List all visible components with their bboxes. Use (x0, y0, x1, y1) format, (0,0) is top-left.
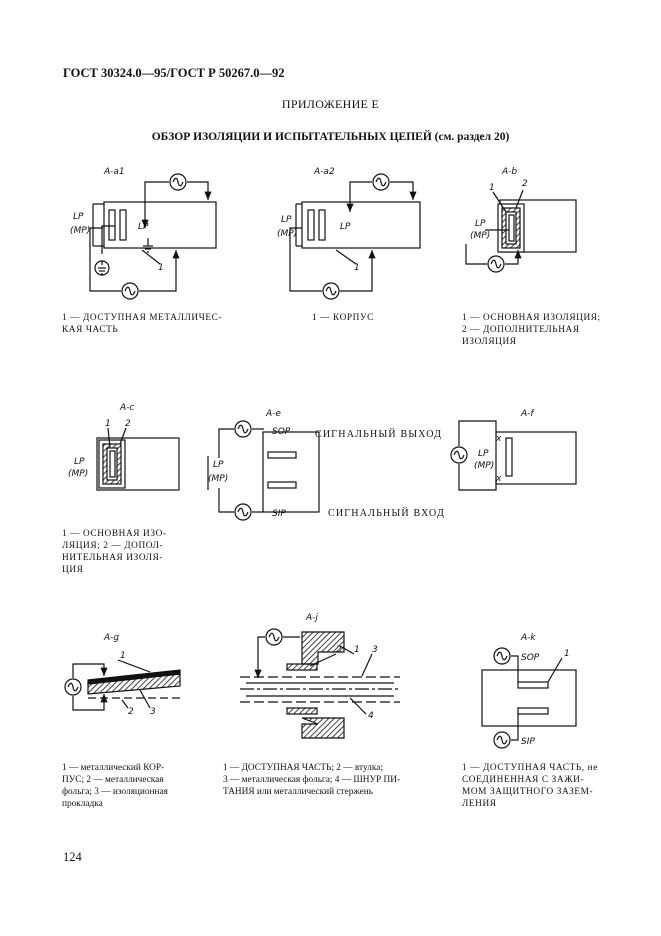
figure-label-a-a1: A-a1 (103, 167, 125, 177)
page-title: ОБЗОР ИЗОЛЯЦИИ И ИСПЫТАТЕЛЬНЫХ ЦЕПЕЙ (см… (151, 131, 510, 143)
caption-a-g: 1 — металлический КОР- ПУС; 2 — металлич… (62, 763, 168, 809)
page-number: 124 (63, 850, 82, 864)
callout-3: 3 (372, 645, 378, 655)
lp-label: LP (138, 222, 149, 232)
signal-input-label: СИГНАЛЬНЫЙ ВХОД (328, 507, 445, 519)
lp-label: LP (74, 457, 85, 467)
callout-2: 2 (522, 179, 528, 189)
figure-label-a-c: A-c (119, 403, 134, 413)
sop-label: SOP (521, 653, 540, 663)
lp-label: LP (340, 222, 351, 232)
sip-label: SIP (272, 509, 286, 519)
callout-3: 3 (150, 707, 156, 717)
callout-1: 1 (120, 651, 126, 661)
figure-a-k: A-k SOP SIP 1 (481, 633, 577, 749)
caption-a-a2: 1 — КОРПУС (312, 313, 374, 323)
callout-1: 1 (564, 649, 570, 659)
figure-a-e: A-e SOP SIP LP (MP) СИГНАЛЬНЫЙ ВЫХОД СИГ… (207, 409, 445, 521)
figure-a-j: A-j 2 1 3 4 (240, 613, 400, 739)
figure-label-a-g: A-g (103, 633, 119, 643)
mp-label: (MP) (208, 474, 228, 484)
figure-label-a-a2: A-a2 (313, 167, 335, 177)
callout-4: 4 (368, 711, 374, 721)
lp-label: LP (475, 219, 486, 229)
figure-a-a1: A-a1 LP (MP) LP 1 (70, 167, 217, 300)
figure-label-a-k: A-k (520, 633, 536, 643)
lp-label: LP (281, 215, 292, 225)
x-mark: x (495, 474, 502, 484)
sop-label: SOP (272, 427, 291, 437)
x-mark: x (495, 434, 502, 444)
figure-label-a-j: A-j (305, 613, 318, 623)
figure-label-a-f: A-f (520, 409, 535, 419)
callout-1: 1 (105, 419, 111, 429)
lp-label: LP (478, 449, 489, 459)
appendix-heading: ПРИЛОЖЕНИЕ Е (281, 97, 380, 111)
figure-a-g: A-g 1 2 3 (64, 633, 181, 717)
callout-2: 2 (125, 419, 131, 429)
caption-a-k: 1 — ДОСТУПНАЯ ЧАСТЬ, не СОЕДИНЕННАЯ С ЗА… (462, 763, 598, 809)
figure-label-a-b: A-b (501, 167, 517, 177)
callout-1: 1 (354, 263, 360, 273)
caption-a-b: 1 — ОСНОВНАЯ ИЗОЛЯЦИЯ; 2 — ДОПОЛНИТЕЛЬНА… (462, 313, 601, 347)
mp-label: (MP) (68, 469, 88, 479)
mp-label: (MP) (70, 226, 90, 236)
lp-label: LP (73, 212, 84, 222)
callout-1: 1 (489, 183, 495, 193)
document-header: ГОСТ 30324.0—95/ГОСТ Р 50267.0—92 (63, 66, 285, 80)
figure-label-a-e: A-e (265, 409, 281, 419)
callout-1: 1 (354, 645, 360, 655)
callout-2: 2 (128, 707, 134, 717)
caption-a-a1: 1 — ДОСТУПНАЯ МЕТАЛЛИЧЕС- КАЯ ЧАСТЬ (62, 313, 223, 335)
caption-a-c: 1 — ОСНОВНАЯ ИЗО- ЛЯЦИЯ; 2 — ДОПОЛ- НИТЕ… (62, 529, 167, 575)
figure-a-a2: A-a2 LP (MP) LP 1 (277, 167, 421, 300)
figure-a-c: A-c 1 2 LP (MP) (68, 403, 180, 491)
mp-label: (MP) (277, 229, 297, 239)
caption-a-j: 1 — ДОСТУПНАЯ ЧАСТЬ; 2 — втулка; 3 — мет… (223, 763, 401, 797)
figure-a-b: A-b 1 2 LP (MP) (465, 167, 577, 273)
sip-label: SIP (521, 737, 535, 747)
mp-label: (MP) (470, 231, 490, 241)
figure-a-f: A-f x x LP (MP) (450, 409, 577, 491)
callout-1: 1 (158, 263, 164, 273)
signal-output-label: СИГНАЛЬНЫЙ ВЫХОД (315, 428, 442, 440)
lp-label: LP (213, 460, 224, 470)
mp-label: (MP) (474, 461, 494, 471)
callout-2: 2 (336, 645, 342, 655)
